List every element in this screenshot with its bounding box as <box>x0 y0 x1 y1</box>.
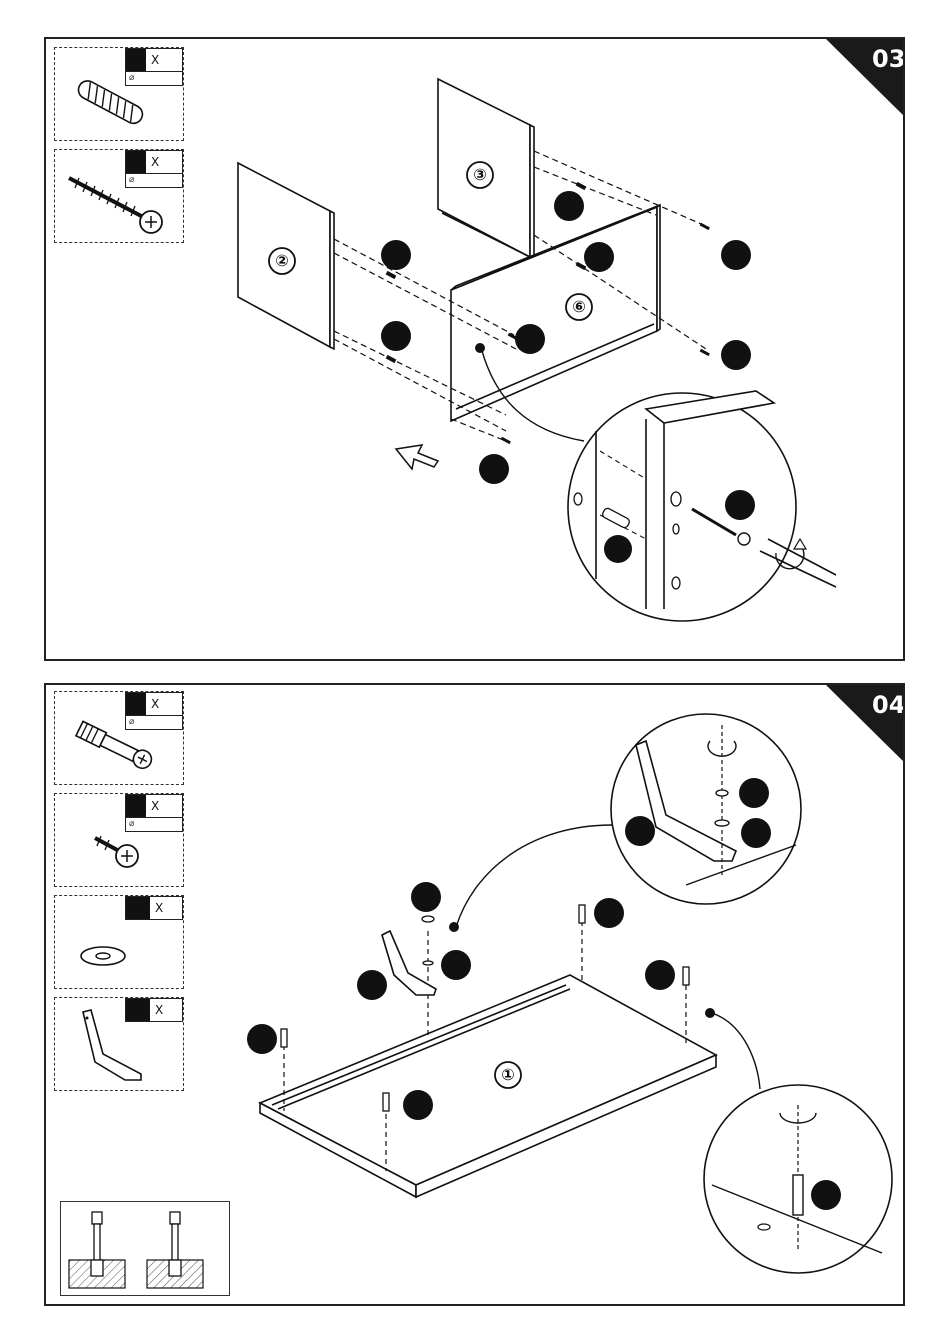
step-03-panel: 03 X ⌀ X ⌀ <box>44 37 905 661</box>
cam-fitting-detail-box <box>60 1201 230 1296</box>
panel-label-3: ③ <box>473 165 487 184</box>
panel-label-6: ⑥ <box>572 297 586 316</box>
cam-fitting-depth-diagram <box>61 1202 231 1297</box>
step-04-panel: 04 X ⌀ X ⌀ X <box>44 683 905 1306</box>
panel-label-1: ① <box>501 1065 515 1084</box>
step-03-assembly-drawing: ② ③ ⑥ <box>46 39 905 661</box>
panel-label-2: ② <box>275 251 289 270</box>
